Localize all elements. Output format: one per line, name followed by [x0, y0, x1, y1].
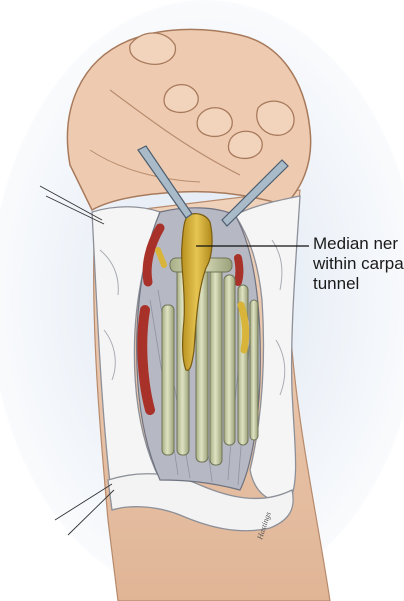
- hand-fist: [66, 28, 312, 212]
- flexor-tendons: [161, 257, 259, 466]
- finger-knuckle: [196, 107, 233, 138]
- nerve-branch: [237, 301, 250, 354]
- finger-knuckle: [129, 32, 177, 65]
- hand-crease: [89, 149, 201, 183]
- suture-lines: [39, 185, 115, 536]
- nerve-branch: [155, 247, 167, 268]
- median-nerve-callout: Median ner within carpa tunnel: [313, 234, 404, 294]
- callout-line-2: within carpa: [313, 254, 404, 273]
- retractor-left: [137, 145, 193, 219]
- hand-crease: [109, 89, 241, 176]
- finger-knuckle: [163, 83, 199, 114]
- finger-knuckle: [256, 100, 295, 136]
- retractor-right: [221, 159, 289, 227]
- tendon: [161, 304, 175, 456]
- drape-fold: [99, 239, 286, 396]
- finger-knuckle: [227, 130, 263, 160]
- callout-line-1: Median ner: [313, 234, 399, 253]
- tendon: [223, 274, 236, 446]
- vessel-right: [234, 254, 244, 286]
- median-nerve: [181, 213, 213, 371]
- callout-line-3: tunnel: [313, 274, 360, 293]
- vessel-left-lower: [137, 305, 155, 415]
- tendon: [249, 299, 259, 441]
- tendon: [209, 264, 223, 466]
- vessel-left-upper: [142, 223, 165, 287]
